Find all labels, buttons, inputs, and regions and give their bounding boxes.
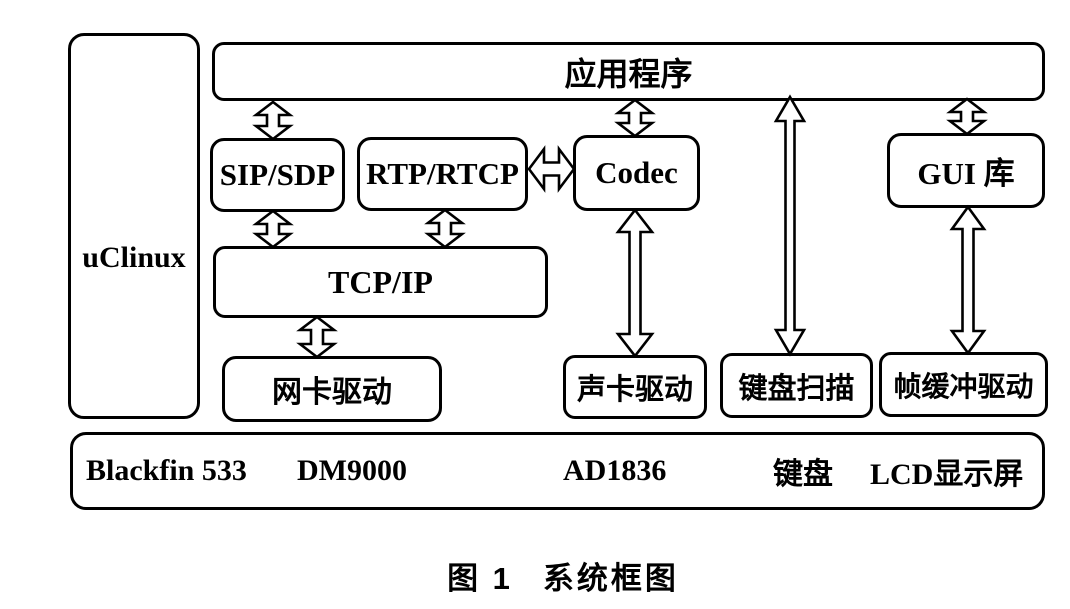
block-rtp-rtcp: RTP/RTCP <box>357 137 528 211</box>
arrow-app-sip <box>252 100 294 141</box>
hardware-item-lcd: LCD显示屏 <box>870 458 1024 491</box>
block-sound-driver: 声卡驱动 <box>563 355 707 419</box>
arrow-app-gui <box>946 97 988 136</box>
hardware-item-keyboard: 键盘 <box>773 458 833 491</box>
block-framebuffer-driver: 帧缓冲驱动 <box>879 352 1048 417</box>
arrow-tcpip-nic <box>296 315 338 359</box>
block-uclinux: uClinux <box>68 33 200 419</box>
block-tcp-ip: TCP/IP <box>213 246 548 318</box>
hardware-item-blackfin: Blackfin 533 <box>86 454 247 487</box>
block-codec: Codec <box>573 135 700 211</box>
hardware-item-ad1836: AD1836 <box>563 454 667 487</box>
arrow-codec-sound <box>615 207 655 359</box>
arrow-sip-tcpip <box>252 209 294 249</box>
arrow-app-codec <box>614 98 656 138</box>
block-nic-driver: 网卡驱动 <box>222 356 442 422</box>
arrow-app-keyboard-scan <box>773 94 807 357</box>
figure-caption-number: 图 1 <box>447 561 513 596</box>
figure-caption: 图 1 系统框图 <box>0 553 1070 598</box>
block-uclinux-label: uClinux <box>82 241 186 274</box>
hardware-item-dm9000: DM9000 <box>297 454 407 487</box>
arrow-rtp-tcpip <box>424 208 466 249</box>
block-hardware-bar: Blackfin 533 DM9000 AD1836 键盘 LCD显示屏 <box>70 432 1045 510</box>
block-application: 应用程序 <box>212 42 1045 101</box>
arrow-rtp-codec <box>527 145 576 193</box>
figure-caption-title: 系统框图 <box>542 561 679 596</box>
block-gui-lib: GUI 库 <box>887 133 1045 208</box>
arrow-gui-framebuffer <box>949 204 987 356</box>
block-keyboard-scan: 键盘扫描 <box>720 353 873 418</box>
block-sip-sdp: SIP/SDP <box>210 138 345 212</box>
